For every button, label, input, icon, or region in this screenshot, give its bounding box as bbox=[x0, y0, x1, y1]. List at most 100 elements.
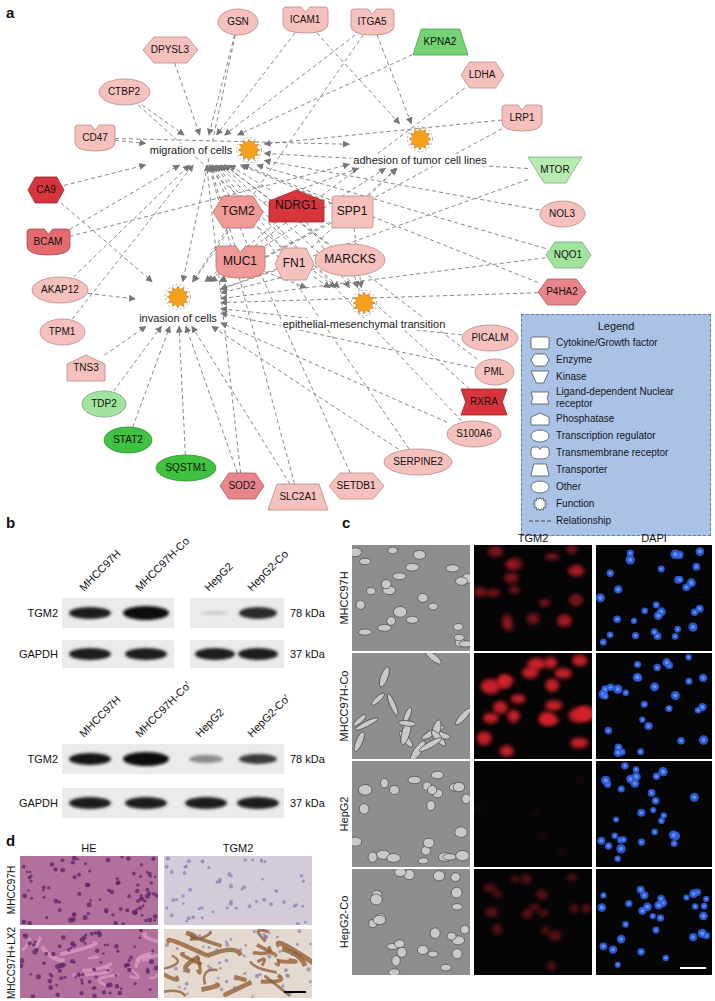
nucleus bbox=[654, 611, 663, 620]
nucleus bbox=[79, 991, 83, 995]
cell bbox=[423, 838, 434, 848]
nucleus bbox=[260, 859, 263, 862]
tgm2-fluorescence bbox=[474, 545, 592, 651]
nucleus-core bbox=[609, 572, 612, 575]
nucleus bbox=[285, 973, 289, 977]
dapi-fluorescence-ground bbox=[596, 545, 712, 651]
molecule-name: AKAP12 bbox=[41, 284, 79, 296]
stained-cell bbox=[488, 546, 503, 557]
nucleus bbox=[257, 931, 260, 934]
nucleus bbox=[663, 955, 670, 962]
molecule-node: P4HA2 bbox=[538, 279, 586, 305]
nucleus bbox=[631, 618, 637, 624]
legend-entry: Cytokine/Growth factor bbox=[528, 335, 704, 351]
relationship-line bbox=[217, 33, 295, 135]
cell bbox=[392, 956, 401, 966]
cell bbox=[452, 904, 462, 910]
nucleus-core bbox=[653, 685, 657, 689]
nucleus bbox=[650, 682, 659, 691]
nucleus-core bbox=[701, 705, 705, 709]
cell bbox=[453, 623, 463, 630]
nucleus bbox=[617, 935, 626, 944]
nucleus bbox=[99, 898, 102, 901]
cell bbox=[456, 577, 468, 585]
molecule-node: PML bbox=[475, 359, 514, 385]
node-outline bbox=[82, 391, 126, 417]
nucleus bbox=[652, 797, 660, 805]
stained-cell bbox=[572, 655, 587, 666]
node-outline bbox=[218, 9, 258, 35]
nucleus bbox=[201, 916, 204, 919]
nucleus bbox=[72, 943, 76, 947]
nucleus-core bbox=[639, 750, 642, 753]
relationship-line bbox=[225, 35, 355, 135]
nucleus-core bbox=[654, 929, 657, 932]
nucleus-core bbox=[651, 915, 654, 918]
nucleus-core bbox=[639, 888, 643, 892]
protein-label: GAPDH bbox=[19, 648, 58, 661]
cell bbox=[431, 771, 443, 779]
molecule-name: MTOR bbox=[540, 164, 569, 176]
scale-bar bbox=[680, 967, 706, 969]
nucleus bbox=[202, 946, 205, 949]
molecule-node: AKAP12 bbox=[32, 277, 88, 303]
nucleus-core bbox=[639, 811, 643, 815]
nucleus-core bbox=[616, 963, 619, 966]
nucleus bbox=[225, 959, 229, 963]
nucleus bbox=[47, 886, 50, 889]
nucleus-core bbox=[624, 923, 627, 926]
molecule-name: STAT2 bbox=[113, 434, 143, 446]
nucleus bbox=[267, 955, 271, 959]
function-name: migration of cells bbox=[148, 144, 235, 157]
nucleus bbox=[93, 968, 97, 972]
legend-sample bbox=[528, 428, 552, 444]
cell bbox=[441, 964, 452, 971]
nucleus bbox=[637, 748, 644, 755]
nucleus bbox=[248, 904, 252, 908]
dapi-fluorescence-ground bbox=[596, 761, 712, 867]
node-outline bbox=[268, 484, 328, 510]
nucleus bbox=[208, 967, 212, 971]
molecule-node: CA9 bbox=[28, 177, 64, 203]
blot-band bbox=[125, 648, 167, 660]
stained-cell bbox=[504, 573, 519, 584]
nucleus bbox=[658, 767, 667, 776]
molecule-node: SPP1 bbox=[332, 196, 373, 228]
stain-streak bbox=[201, 985, 217, 990]
nucleus bbox=[255, 974, 259, 978]
molecule-name: PICALM bbox=[471, 332, 508, 344]
blot-band bbox=[189, 755, 223, 763]
blot-band bbox=[125, 797, 167, 809]
node-outline bbox=[502, 105, 542, 131]
relationship-line bbox=[208, 88, 465, 282]
legend-shape bbox=[531, 481, 549, 493]
nucleus bbox=[309, 980, 312, 983]
nucleus bbox=[134, 982, 137, 985]
nucleus bbox=[309, 943, 312, 946]
node-outline bbox=[528, 157, 582, 183]
nucleus bbox=[235, 906, 238, 909]
cell bbox=[462, 794, 470, 804]
nucleus bbox=[58, 908, 62, 912]
phase-image-ground bbox=[352, 653, 470, 759]
nucleus bbox=[148, 917, 153, 922]
nucleus bbox=[94, 931, 97, 934]
nucleus-core bbox=[624, 691, 627, 694]
nucleus bbox=[42, 889, 44, 891]
node-outline bbox=[40, 319, 85, 345]
molecule-node: SETDB1 bbox=[329, 473, 384, 499]
stained-cell bbox=[502, 614, 512, 626]
cell bbox=[398, 720, 416, 728]
molecule-node: DPYSL3 bbox=[143, 37, 198, 63]
nucleus bbox=[699, 912, 708, 921]
relationship-line bbox=[211, 278, 216, 282]
relationship-line bbox=[88, 293, 135, 299]
function-node: invasion of cells bbox=[137, 284, 219, 325]
nucleus bbox=[139, 936, 142, 939]
nucleus bbox=[653, 664, 661, 672]
legend-text: Cytokine/Growth factor bbox=[556, 337, 658, 349]
stained-cell bbox=[510, 694, 525, 703]
legend-sample bbox=[528, 369, 552, 385]
lane-label: HepG2-Co bbox=[245, 548, 291, 594]
legend-text: Other bbox=[556, 481, 581, 493]
